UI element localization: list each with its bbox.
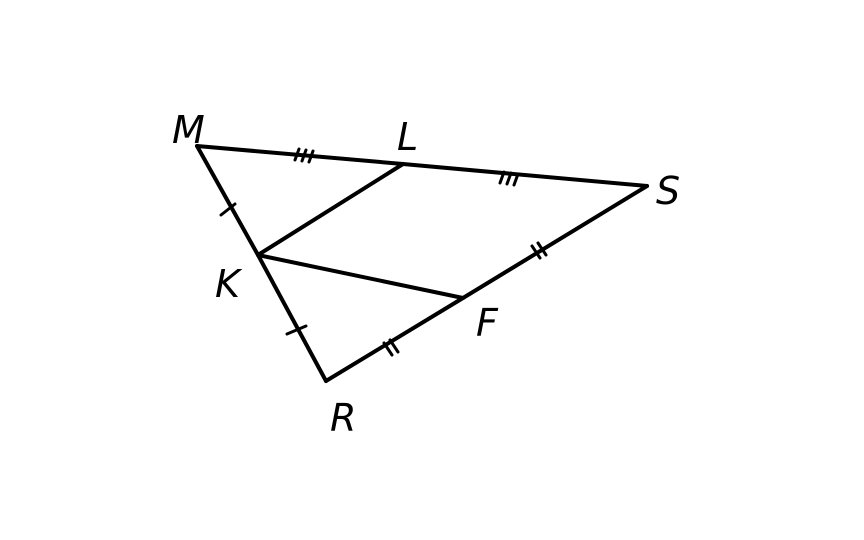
- label-k: K: [215, 262, 243, 306]
- label-s: S: [656, 169, 680, 213]
- tick-marks-rf: [382, 338, 400, 357]
- side-rs: [324, 184, 649, 383]
- tick-marks-ls: [498, 170, 520, 187]
- label-m: M: [172, 108, 205, 152]
- tick-mark-kr: [285, 324, 308, 336]
- tick-marks-fs: [530, 241, 548, 260]
- side-ms: [195, 144, 649, 188]
- label-r: R: [330, 396, 356, 440]
- segment-lk: [256, 162, 405, 257]
- label-l: L: [397, 115, 418, 159]
- tick-marks-ml: [293, 147, 315, 164]
- segment-kf: [256, 253, 465, 300]
- tick-mark-mk: [219, 202, 237, 217]
- label-f: F: [476, 301, 499, 345]
